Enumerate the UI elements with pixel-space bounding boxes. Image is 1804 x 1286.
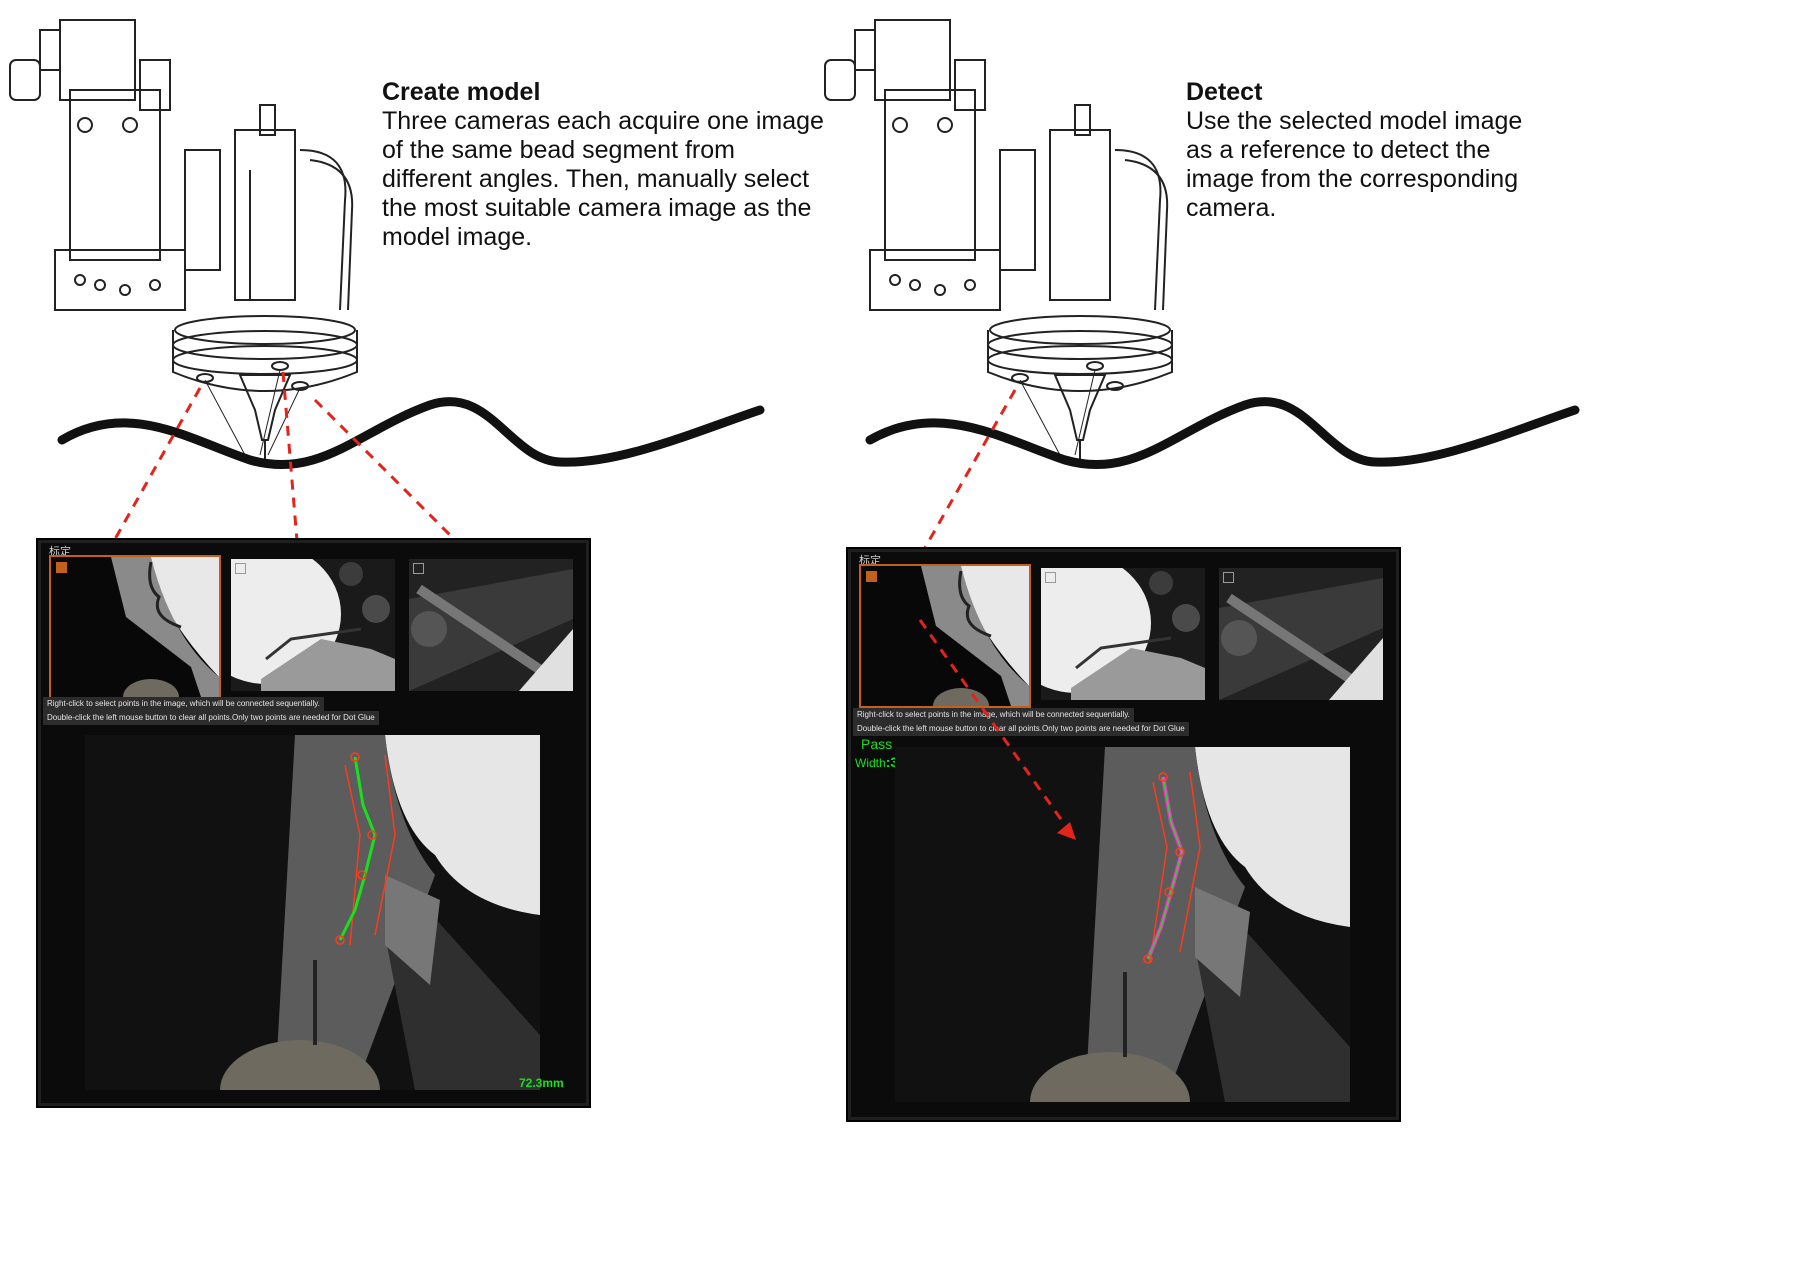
detect-line: camera. <box>1186 194 1277 222</box>
create-model-description: Create model Three cameras each acquire … <box>382 78 824 252</box>
camera-thumbnail-1[interactable] <box>859 564 1031 708</box>
result-status: Pass <box>861 736 893 752</box>
camera-ray-arrow <box>918 619 1076 840</box>
camera-thumbnail-3[interactable] <box>409 559 573 691</box>
create-model-line: of the same bead segment from <box>382 136 735 164</box>
detect-line: as a reference to detect the <box>1186 136 1491 164</box>
glue-bead-curve <box>865 397 1580 469</box>
camera-2-checkbox[interactable] <box>235 563 246 574</box>
camera-1-checkbox[interactable] <box>56 562 67 573</box>
camera-thumbnail-2[interactable] <box>231 559 395 691</box>
camera-1-checkbox[interactable] <box>866 571 877 582</box>
camera-thumbnail-3[interactable] <box>1219 568 1383 700</box>
camera-3-checkbox[interactable] <box>1223 572 1234 583</box>
create-model-title: Create model <box>382 78 541 106</box>
detect-line: image from the corresponding <box>1186 165 1519 193</box>
detect-image-view[interactable] <box>895 747 1350 1102</box>
detect-line: Use the selected model image <box>1186 107 1523 135</box>
detect-description: Detect Use the selected model image as a… <box>1186 78 1522 223</box>
instruction-hint-1: Right-click to select points in the imag… <box>853 708 1134 722</box>
calibration-panel-right: 标定 Right-click to s <box>848 549 1399 1120</box>
measurement-value: 72.3mm <box>519 1076 564 1090</box>
camera-2-checkbox[interactable] <box>1045 572 1056 583</box>
dispensing-head-drawing-right <box>824 19 1580 560</box>
width-label: Width <box>855 756 886 770</box>
instruction-hint-1: Right-click to select points in the imag… <box>43 697 324 711</box>
calibration-panel-left: 标定 Right-click to s <box>38 540 589 1106</box>
camera-3-checkbox[interactable] <box>413 563 424 574</box>
create-model-line: Three cameras each acquire one image <box>382 107 824 135</box>
create-model-line: different angles. Then, manually select <box>382 165 810 193</box>
instruction-hint-2: Double-click the left mouse button to cl… <box>43 711 379 725</box>
camera-thumbnail-2[interactable] <box>1041 568 1205 700</box>
dispensing-head-drawing-left <box>9 19 765 560</box>
glue-bead-curve <box>57 397 765 469</box>
create-model-line: the most suitable camera image as the <box>382 194 812 222</box>
detect-title: Detect <box>1186 78 1263 106</box>
model-image-view[interactable] <box>85 735 540 1090</box>
create-model-line: model image. <box>382 223 533 251</box>
instruction-hint-2: Double-click the left mouse button to cl… <box>853 722 1189 736</box>
camera-thumbnail-1[interactable] <box>49 555 221 699</box>
